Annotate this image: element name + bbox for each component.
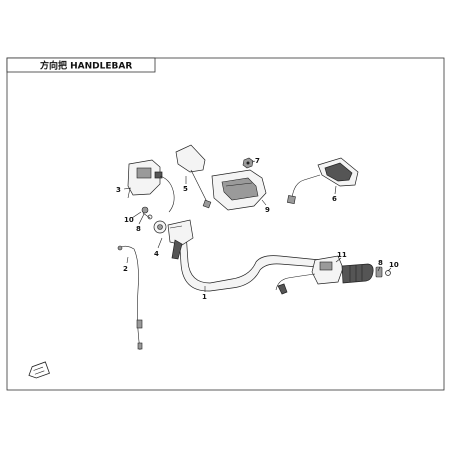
- diagram-frame: [6, 57, 445, 391]
- handlebar-tube: [178, 231, 332, 292]
- front-direction-arrow-icon: [28, 361, 50, 379]
- callout-1: 1: [202, 293, 207, 301]
- callout-3: 3: [116, 186, 121, 194]
- callout-7: 7: [255, 157, 260, 165]
- left-switch-housing: [127, 159, 175, 213]
- leader-lines: [123, 160, 392, 292]
- right-switch-housing: [275, 255, 344, 295]
- callout-9: 9: [265, 206, 270, 214]
- left-small-fasteners: [141, 206, 153, 220]
- diagram-title: 方向把 HANDLEBAR: [40, 60, 132, 72]
- left-lever-assembly: [153, 219, 194, 260]
- right-end-cap: [375, 266, 391, 278]
- hand-guard-nut: [242, 157, 254, 169]
- callout-6: 6: [332, 195, 337, 203]
- callout-10-right: 10: [389, 261, 399, 269]
- callout-10-left: 10: [124, 216, 134, 224]
- callout-5: 5: [183, 185, 188, 193]
- hand-guard: [211, 169, 267, 211]
- right-grip: [341, 263, 374, 284]
- callout-11: 11: [337, 251, 347, 259]
- right-mirror: [287, 157, 359, 204]
- callout-2: 2: [123, 265, 128, 273]
- left-mirror: [175, 144, 212, 209]
- callout-8-right: 8: [378, 259, 383, 267]
- throttle-cable: [117, 245, 143, 351]
- callout-8-left: 8: [136, 225, 141, 233]
- title-box: [6, 57, 156, 73]
- callout-4: 4: [154, 250, 159, 258]
